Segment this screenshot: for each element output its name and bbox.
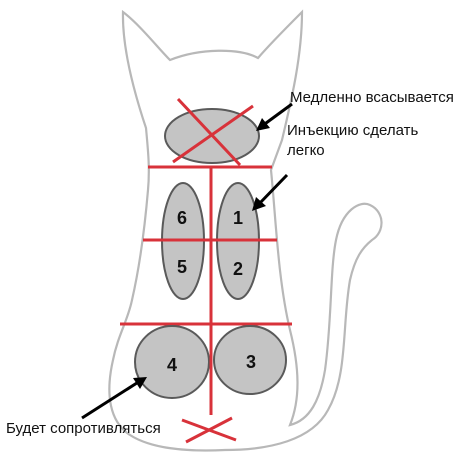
tail-cross-line-b [185,416,233,444]
arrow-resist [81,377,147,420]
zone-number-1: 1 [233,208,243,228]
label-resist: Будет сопротивляться [6,420,161,437]
zone-4-shape [134,325,210,399]
zone-number-2: 2 [233,259,243,279]
scruff-cross-line-a [176,97,242,167]
zone-3-shape [213,325,287,395]
scruff-cross-line-b [172,104,254,164]
zone-number-3: 3 [246,352,256,372]
arrow-easy-injection [252,173,289,211]
label-easy-injection-line2: легко [287,142,325,159]
label-slow-absorb: Медленно всасывается [290,89,454,106]
label-easy-injection-line1: Инъекцию сделать [287,122,418,139]
zone-number-5: 5 [177,257,187,277]
cat-outline [108,9,383,452]
arrow-slow-absorb [256,102,293,131]
zone-number-6: 6 [177,208,187,228]
zone-number-4: 4 [167,355,177,375]
